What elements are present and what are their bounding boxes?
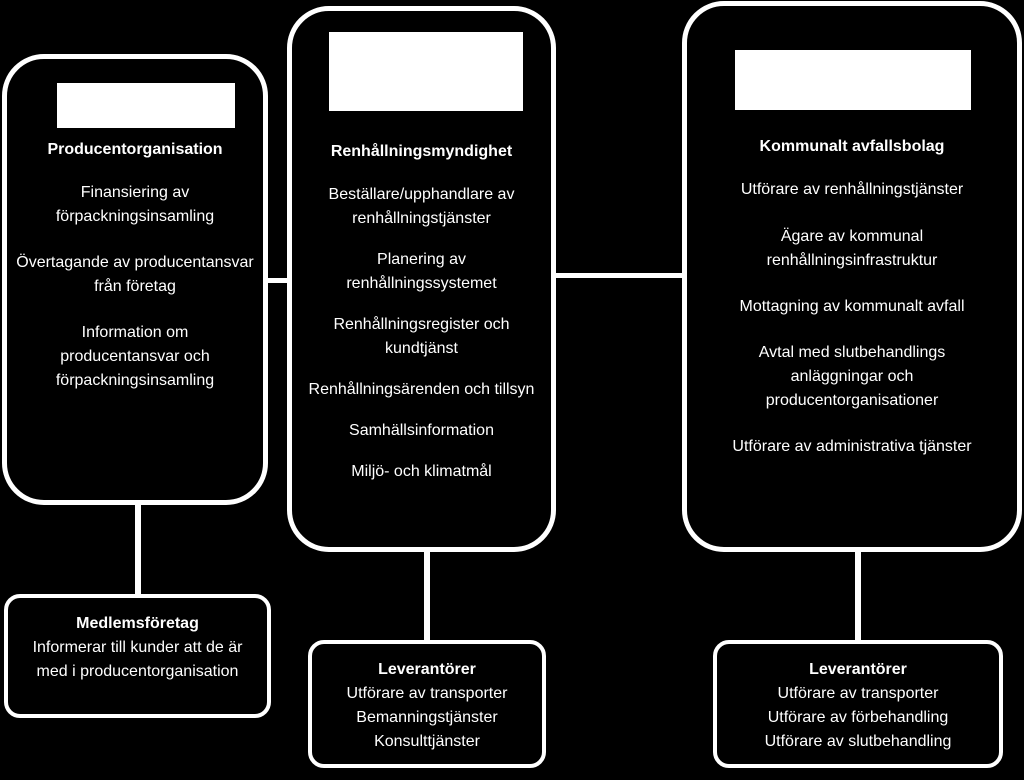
- municipal-header-block: [735, 50, 971, 110]
- municipal-suppliers-box: Leverantörer Utförare av transporter Utf…: [713, 640, 1003, 768]
- connector-producer-authority: [264, 278, 292, 283]
- producer-title: Producentorganisation: [47, 141, 223, 158]
- connector-municipal-suppliers: [855, 547, 861, 644]
- authority-item: Samhällsinformation: [349, 422, 494, 439]
- municipal-item: Mottagning av kommunalt avfall: [739, 298, 965, 315]
- authority-suppliers-box: Leverantörer Utförare av transporter Bem…: [308, 640, 546, 768]
- municipal-item: Utförare av renhållningstjänster: [740, 181, 964, 198]
- authority-header-block: [329, 32, 523, 111]
- municipal-item: Avtal med slutbehandlings anläggningar o…: [758, 344, 946, 409]
- producer-item: Finansiering av förpackningsinsamling: [55, 184, 215, 225]
- municipal-suppliers-line: Utförare av transporter: [777, 685, 939, 702]
- authority-suppliers-title: Leverantörer: [378, 661, 476, 678]
- connector-producer-members: [135, 500, 141, 598]
- municipal-item-list: Utförare av renhållningstjänster Ägare a…: [695, 178, 1009, 459]
- producer-item: Övertagande av producentansvar från före…: [16, 254, 254, 295]
- municipal-suppliers-line: Utförare av förbehandling: [767, 709, 949, 726]
- authority-item: Planering av renhållningssystemet: [346, 251, 497, 292]
- member-companies-line: Informerar till kunder att de är: [32, 639, 243, 656]
- producer-item: Information om producentansvar och förpa…: [55, 324, 215, 389]
- authority-suppliers-line: Konsulttjänster: [374, 733, 480, 750]
- member-companies-title: Medlemsföretag: [76, 615, 199, 632]
- authority-suppliers-line: Utförare av transporter: [346, 685, 508, 702]
- connector-authority-suppliers: [424, 548, 430, 644]
- producer-item-list: Finansiering av förpackningsinsamling Öv…: [15, 181, 255, 415]
- authority-box: Renhållningsmyndighet Beställare/upphand…: [287, 6, 556, 552]
- producer-organisation-box: Producentorganisation Finansiering av fö…: [2, 54, 268, 505]
- authority-item: Renhållningsregister och kundtjänst: [333, 316, 510, 357]
- municipal-suppliers-line: Utförare av slutbehandling: [764, 733, 952, 750]
- authority-title: Renhållningsmyndighet: [330, 143, 513, 160]
- producer-header-block: [57, 83, 235, 128]
- municipal-title: Kommunalt avfallsbolag: [759, 138, 945, 155]
- municipal-item: Ägare av kommunal renhållningsinfrastruk…: [766, 228, 938, 269]
- authority-suppliers-line: Bemanningstjänster: [356, 709, 498, 726]
- authority-item: Renhållningsärenden och tillsyn: [308, 381, 535, 398]
- authority-item: Beställare/upphandlare av renhållningstj…: [328, 186, 515, 227]
- municipal-company-box: Kommunalt avfallsbolag Utförare av renhå…: [682, 1, 1022, 552]
- authority-item-list: Beställare/upphandlare av renhållningstj…: [300, 183, 543, 484]
- municipal-item: Utförare av administrativa tjänster: [732, 438, 972, 455]
- municipal-suppliers-title: Leverantörer: [809, 661, 907, 678]
- connector-authority-municipal: [552, 273, 687, 278]
- authority-item: Miljö- och klimatmål: [351, 463, 492, 480]
- member-companies-box: Medlemsföretag Informerar till kunder at…: [4, 594, 271, 718]
- member-companies-line: med i producentorganisation: [36, 663, 239, 680]
